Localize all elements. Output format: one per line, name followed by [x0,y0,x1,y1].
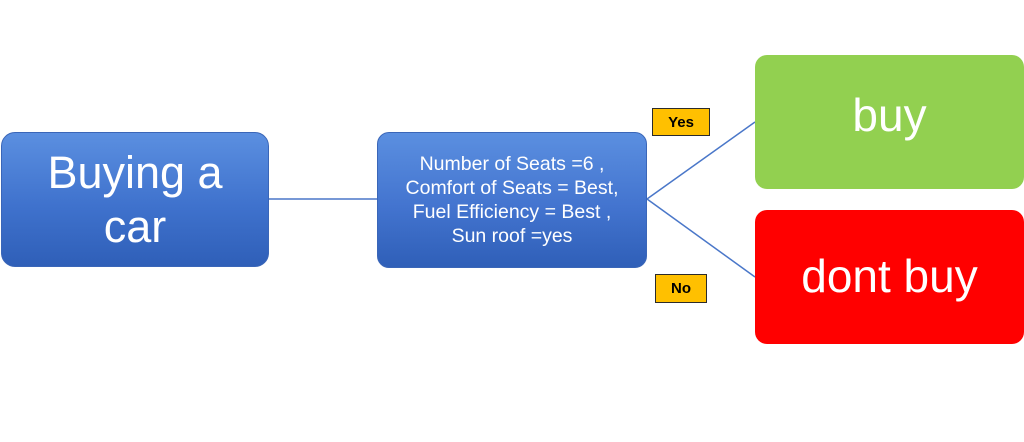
start-node-label: Buying a car [47,146,223,252]
dont-buy-outcome-node: dont buy [755,210,1024,344]
buy-outcome-label: buy [852,89,927,141]
decision-node-label: Number of Seats =6 , Comfort of Seats = … [405,153,619,247]
buy-outcome-node: buy [755,55,1024,189]
start-node: Buying a car [1,132,269,267]
decision-to-dont-buy-line [646,198,756,278]
decision-to-buy-line [646,121,756,200]
decision-node: Number of Seats =6 , Comfort of Seats = … [377,132,647,268]
dont-buy-outcome-label: dont buy [801,250,978,302]
no-edge-label: No [655,274,707,303]
yes-edge-label: Yes [652,108,710,136]
